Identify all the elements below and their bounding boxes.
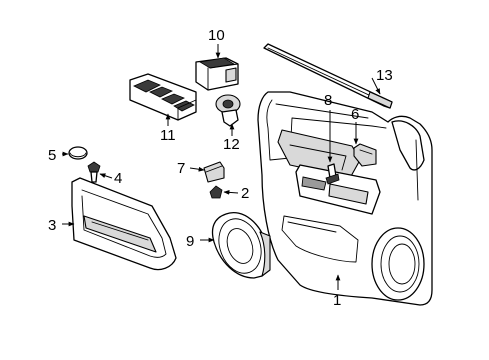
part-2-push-pin [209,185,223,199]
part-1-door-trim-panel [257,91,433,306]
callout-3: 3 [48,217,56,234]
part-10-switch [195,57,239,91]
part-11-window-switch [129,73,197,121]
part-8-screw [325,163,340,185]
part-5-plug [68,146,88,160]
callout-4: 4 [114,170,122,187]
part-3-armrest-bezel [71,177,177,271]
callout-10: 10 [208,27,225,44]
callout-6: 6 [351,106,359,123]
callout-labels: 1 2 3 4 5 6 7 8 9 10 11 12 13 [48,27,393,309]
part-13-weatherstrip [263,43,393,109]
callout-9: 9 [186,233,194,250]
callout-11: 11 [160,127,176,144]
callout-7: 7 [177,160,185,177]
callout-8: 8 [324,92,332,109]
part-6-pull-cup [353,143,377,167]
callout-1: 1 [333,292,341,309]
part-4-screw [87,161,101,183]
callout-5: 5 [48,147,56,164]
leader-lines [62,44,381,290]
callout-12: 12 [223,136,240,153]
callout-13: 13 [376,67,393,84]
part-7-trim-clip [203,161,225,183]
part-9-speaker [211,212,271,279]
part-12-lamp [215,94,241,127]
callout-2: 2 [241,185,249,202]
